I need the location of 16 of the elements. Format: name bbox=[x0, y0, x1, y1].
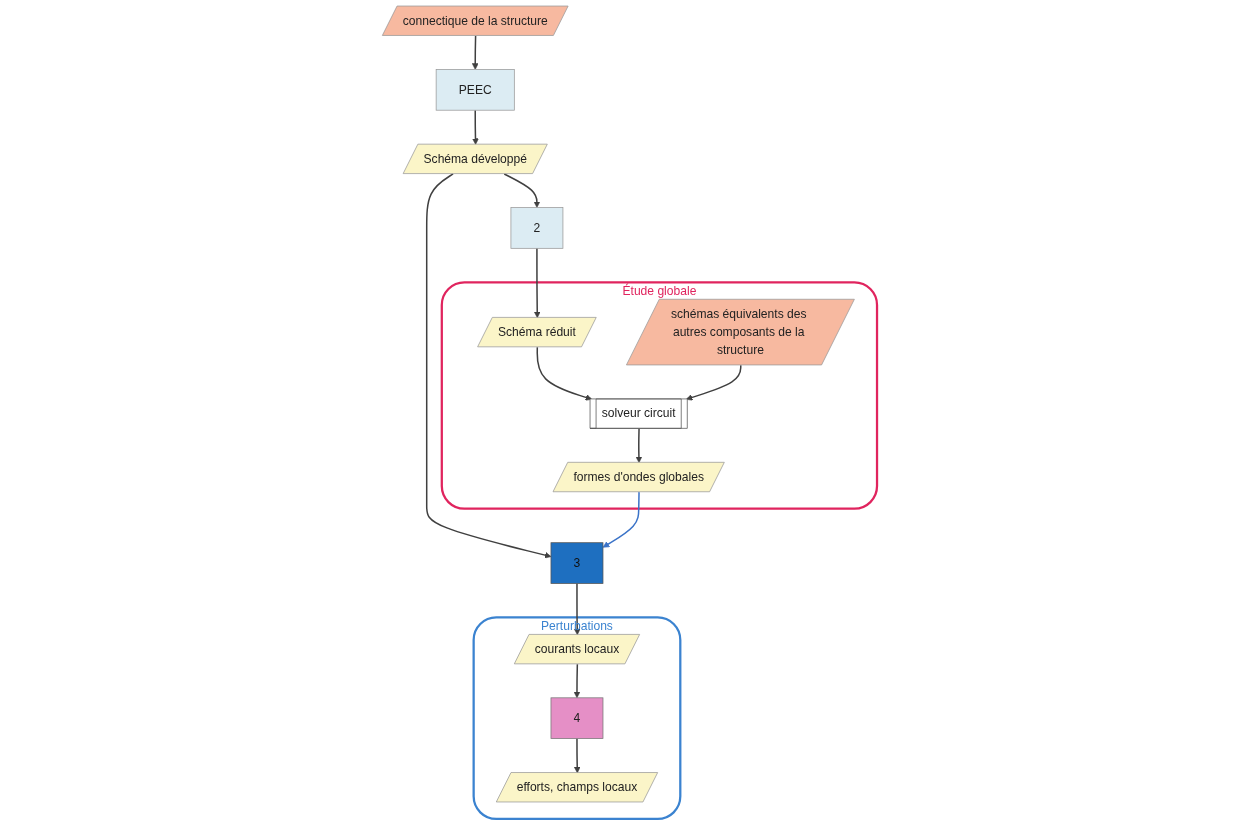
arrow bbox=[573, 737, 581, 774]
node-box: 4 bbox=[550, 697, 604, 739]
arrow bbox=[573, 582, 581, 636]
arrow bbox=[471, 109, 479, 145]
arrow bbox=[471, 35, 479, 70]
node-box: 3 bbox=[550, 542, 604, 584]
node-box: 2 bbox=[510, 207, 564, 249]
arrow bbox=[536, 346, 592, 401]
arrow bbox=[573, 663, 581, 699]
arrow bbox=[685, 364, 742, 401]
arrow bbox=[425, 173, 552, 559]
arrow bbox=[503, 173, 541, 208]
arrow bbox=[602, 491, 640, 548]
node-box: PEEC bbox=[435, 69, 515, 111]
arrow bbox=[635, 427, 643, 463]
arrow bbox=[533, 247, 541, 319]
